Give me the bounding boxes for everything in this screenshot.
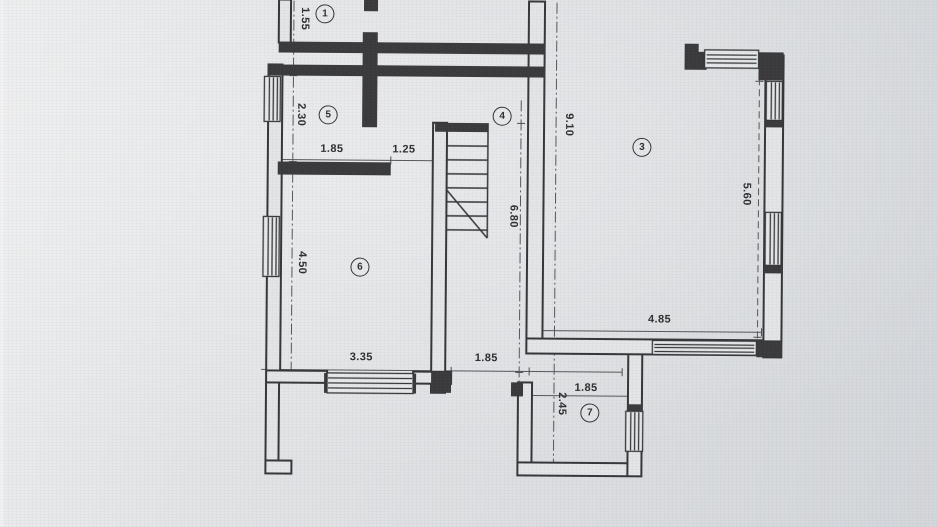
dimension-label-450: 4.50 xyxy=(295,251,309,275)
walls-solid xyxy=(268,0,784,413)
dimension-label-910: 9.10 xyxy=(563,113,576,137)
room-label-3: 3 xyxy=(632,137,652,157)
window-room5-left xyxy=(263,75,282,123)
stairs xyxy=(435,122,489,239)
window-room3-right-upper xyxy=(765,80,784,122)
room-label-5: 5 xyxy=(318,105,338,125)
room-label-6: 6 xyxy=(350,257,370,277)
window-room3-right-lower xyxy=(764,211,783,267)
dimension-label-680: 6.80 xyxy=(507,204,520,228)
window-room7-right xyxy=(624,410,644,453)
dimension-label-155: 1.55 xyxy=(298,7,312,31)
window-room3-bottom xyxy=(651,339,758,356)
dimension-label-185c: 1.85 xyxy=(574,381,598,395)
dimension-label-230: 2.30 xyxy=(295,103,308,127)
dimension-label-125: 1.25 xyxy=(392,143,416,156)
dimension-label-560: 5.60 xyxy=(740,182,753,206)
stairs-cut-line xyxy=(446,189,488,239)
window-room6-bottom xyxy=(326,372,414,395)
room-label-7: 7 xyxy=(580,403,600,423)
dimension-label-185b: 1.85 xyxy=(474,352,498,365)
dimension-label-245: 2.45 xyxy=(555,392,568,416)
dimension-label-335: 3.35 xyxy=(349,351,373,364)
window-room3-top xyxy=(703,49,760,69)
window-room6-left xyxy=(262,215,281,278)
room-label-4: 4 xyxy=(492,106,512,126)
room-label-1: 1 xyxy=(315,4,335,24)
dimension-label-185a: 1.85 xyxy=(320,142,344,156)
dimension-label-485: 4.85 xyxy=(648,313,672,326)
windows xyxy=(262,49,784,453)
